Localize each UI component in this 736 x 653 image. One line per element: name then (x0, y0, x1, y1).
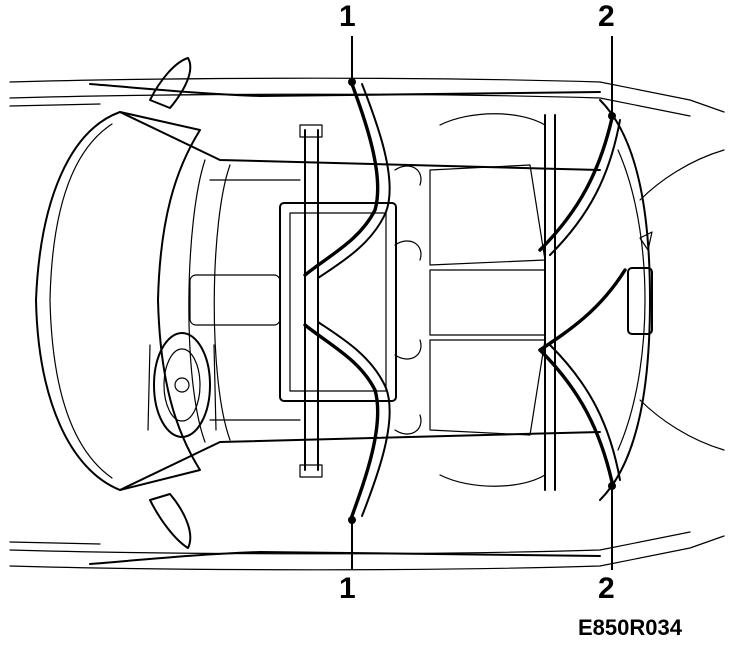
callout-1-bottom: 1 (339, 572, 356, 605)
figure-code: E850R034 (578, 615, 682, 640)
mirror-right (149, 493, 192, 549)
callout-1-top: 1 (339, 0, 356, 33)
item-1-front-tubes (303, 82, 391, 518)
rear-section (544, 99, 725, 501)
item-2-rear-tubes (538, 116, 627, 484)
callout-2-bottom: 2 (598, 572, 615, 605)
leader-lines (348, 36, 616, 570)
mirror-left (149, 57, 192, 109)
callout-2-top: 2 (598, 0, 615, 33)
dashboard (188, 159, 301, 443)
steering-wheel (147, 332, 217, 438)
windshield (35, 111, 601, 491)
roll-bar-frame (279, 124, 397, 478)
body-side-bottom (9, 531, 725, 571)
seats (394, 113, 546, 487)
body-side-top (9, 77, 725, 117)
